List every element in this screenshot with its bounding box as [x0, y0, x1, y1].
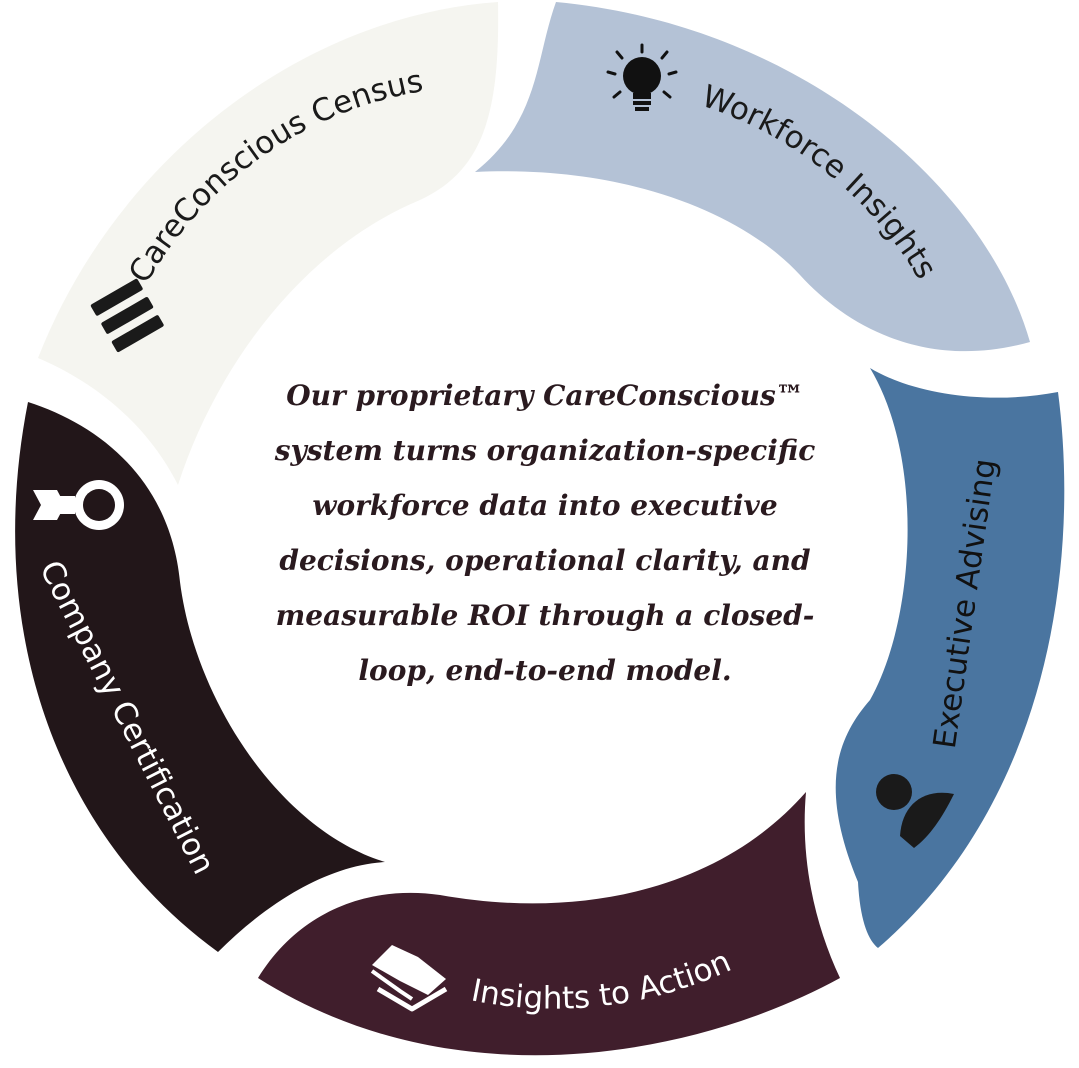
award-ribbon-icon	[33, 480, 124, 530]
center-line: loop, end-to-end model.	[358, 654, 732, 687]
center-line: measurable ROI through a closed-	[275, 599, 815, 632]
lightbulb-icon	[606, 43, 678, 111]
person-icon	[876, 774, 954, 848]
segment-insights-to-action	[258, 792, 840, 1056]
center-line: workforce data into executive	[312, 489, 778, 522]
stacked-bars-icon	[90, 278, 164, 353]
segment-company-certification	[15, 402, 386, 952]
center-line: Our proprietary CareConscious™	[286, 379, 804, 412]
segment-workforce-insights	[475, 2, 1030, 352]
center-line: decisions, operational clarity, and	[279, 544, 811, 577]
segment-careconscious-census	[38, 2, 499, 485]
center-line: system turns organization-specific	[274, 434, 816, 467]
center-description: Our proprietary CareConscious™ system tu…	[250, 368, 840, 698]
stacked-layers-icon	[370, 945, 448, 1012]
